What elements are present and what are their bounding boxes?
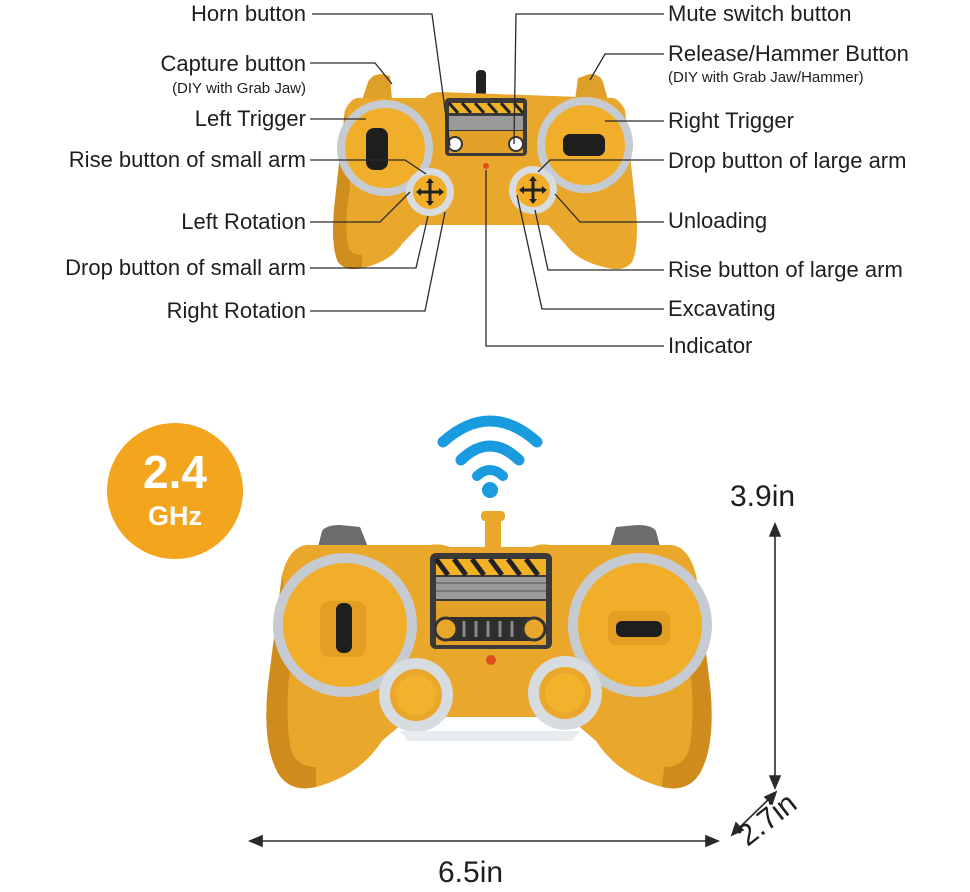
callout-rise-large-arm: Rise button of large arm [668, 257, 903, 282]
callout-unloading: Unloading [668, 208, 768, 233]
callout-excavating: Excavating [668, 296, 776, 321]
callout-mute-switch: Mute switch button [668, 1, 852, 26]
callout-capture-note: (DIY with Grab Jaw) [172, 80, 306, 97]
callout-drop-large-arm: Drop button of large arm [668, 148, 907, 173]
callout-right-trigger: Right Trigger [668, 108, 794, 133]
frequency-badge: 2.4 GHz [107, 423, 243, 559]
callout-drop-small-arm: Drop button of small arm [65, 255, 306, 280]
callout-indicator: Indicator [668, 333, 753, 358]
frequency-value: 2.4 [143, 446, 207, 498]
controller-top-illustration [310, 13, 664, 347]
callout-capture-button: Capture button [160, 51, 306, 76]
callout-release-hammer: Release/Hammer Button [668, 41, 909, 66]
dimension-arrows [247, 521, 782, 848]
callout-rise-small-arm: Rise button of small arm [68, 147, 306, 172]
callout-left-rotation: Left Rotation [181, 209, 306, 234]
frequency-unit: GHz [148, 501, 202, 531]
callout-release-note: (DIY with Grab Jaw/Hammer) [668, 69, 864, 86]
controller-main-illustration [266, 511, 712, 789]
dimension-width: 6.5in [438, 856, 504, 889]
callout-right-rotation: Right Rotation [166, 298, 306, 323]
callout-horn-button: Horn button [191, 1, 306, 26]
callout-left-trigger: Left Trigger [194, 106, 306, 131]
dimension-height: 3.9in [730, 480, 796, 513]
wifi-icon [437, 415, 543, 498]
